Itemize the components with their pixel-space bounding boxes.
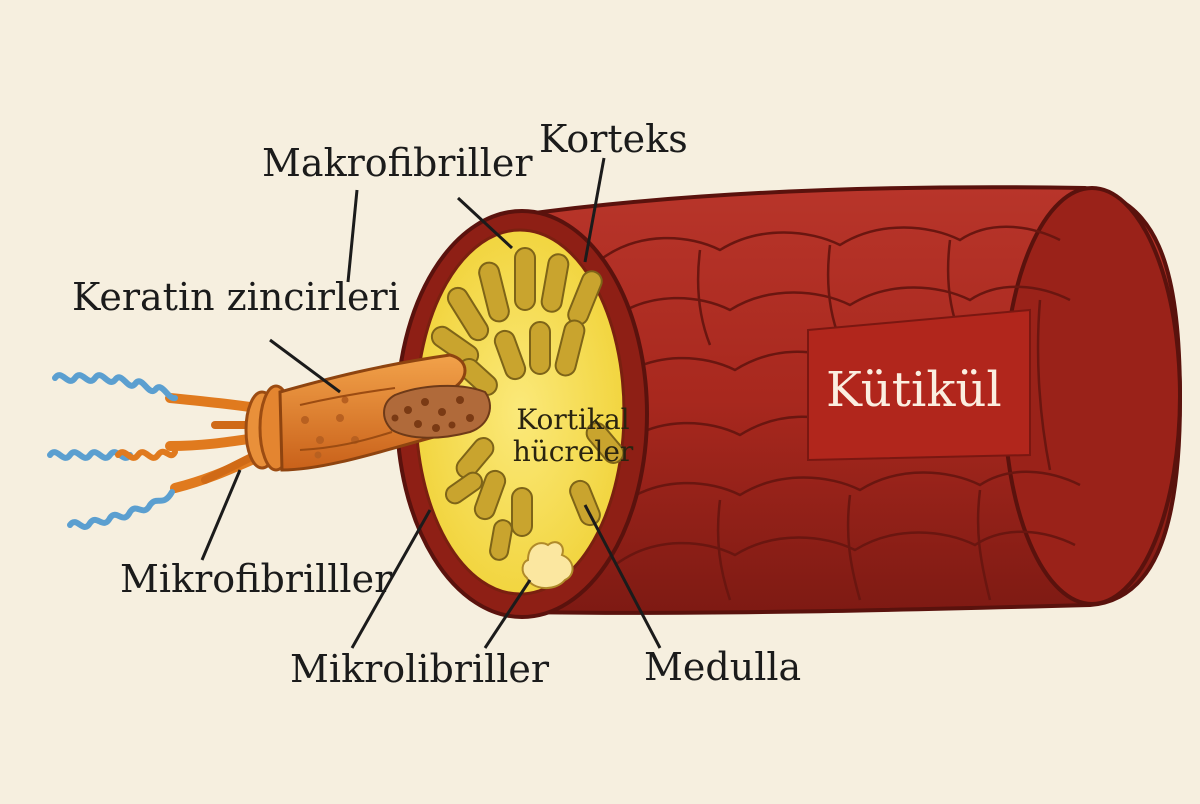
cortical-cells <box>430 247 625 561</box>
cross-section <box>395 209 649 619</box>
label-kutikul: Kütikül <box>826 362 1002 418</box>
label-keratin-zincirleri: Keratin zincirleri <box>72 275 400 319</box>
label-mikrofibriller: Mikrofibrilller <box>120 557 393 601</box>
core-dots <box>391 396 474 432</box>
label-kortikal-line1: Kortikal <box>516 403 630 436</box>
medulla-shape <box>521 541 574 589</box>
leader-lines <box>200 157 662 649</box>
label-korteks: Korteks <box>539 117 688 161</box>
keratin-helices <box>47 372 178 530</box>
label-kortikal-hucreler: Kortikal hücreler <box>498 403 648 469</box>
label-mikrolibriller: Mikrolibriller <box>290 647 550 691</box>
label-medulla: Medulla <box>644 645 802 689</box>
bundle-dots <box>301 396 359 459</box>
label-makrofibriller: Makrofibriller <box>262 141 533 185</box>
label-kortikal-line2: hücreler <box>512 435 634 469</box>
cuticle-label-box <box>807 308 1031 462</box>
